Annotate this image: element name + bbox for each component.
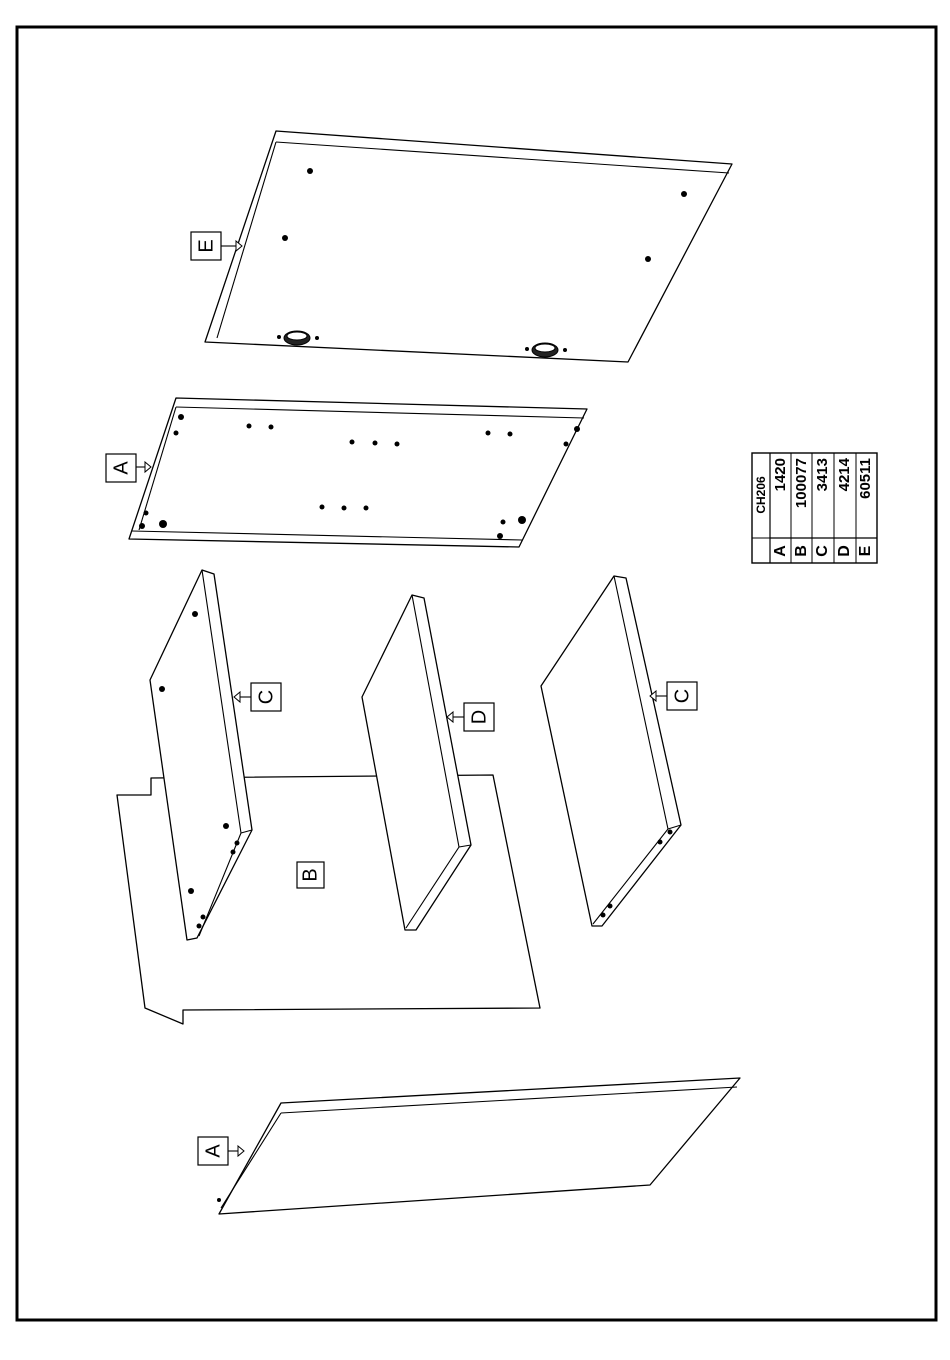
parts-table-code: 100077 — [793, 458, 810, 508]
parts-table-letter: E — [857, 545, 874, 556]
parts-table-code: 60511 — [857, 458, 874, 499]
parts-table-letter: A — [772, 545, 789, 557]
label-back-panel-text: B — [299, 868, 321, 881]
label-right-side-panel-text: C — [671, 689, 693, 703]
parts-table-header: CH206 — [754, 476, 768, 514]
right-side-panel — [541, 576, 681, 926]
shelf-panel — [129, 398, 587, 547]
top-panel — [205, 131, 732, 362]
parts-table-letter: D — [836, 545, 853, 557]
label-bottom-panel: A — [198, 1137, 244, 1165]
label-left-side-panel-text: C — [255, 690, 277, 704]
parts-table-code: 1420 — [772, 458, 789, 491]
bottom-panel — [217, 1078, 740, 1214]
label-top-panel-text: E — [195, 239, 217, 252]
parts-table-letter: B — [793, 545, 810, 557]
parts-table-code: 3413 — [814, 458, 831, 491]
label-right-side-panel: C — [650, 682, 697, 710]
label-divider-panel-text: D — [468, 710, 490, 724]
label-bottom-panel-text: A — [202, 1144, 224, 1158]
label-shelf-panel: A — [106, 454, 151, 482]
label-shelf-panel-text: A — [110, 461, 132, 475]
label-left-side-panel: C — [234, 683, 281, 711]
label-divider-panel: D — [447, 703, 494, 731]
parts-table-code: 4214 — [836, 457, 853, 491]
parts-table-letter: C — [814, 545, 831, 557]
parts-table: CH206 A 1420 B 100077 C 3413 D 4214 E 60… — [752, 453, 877, 563]
